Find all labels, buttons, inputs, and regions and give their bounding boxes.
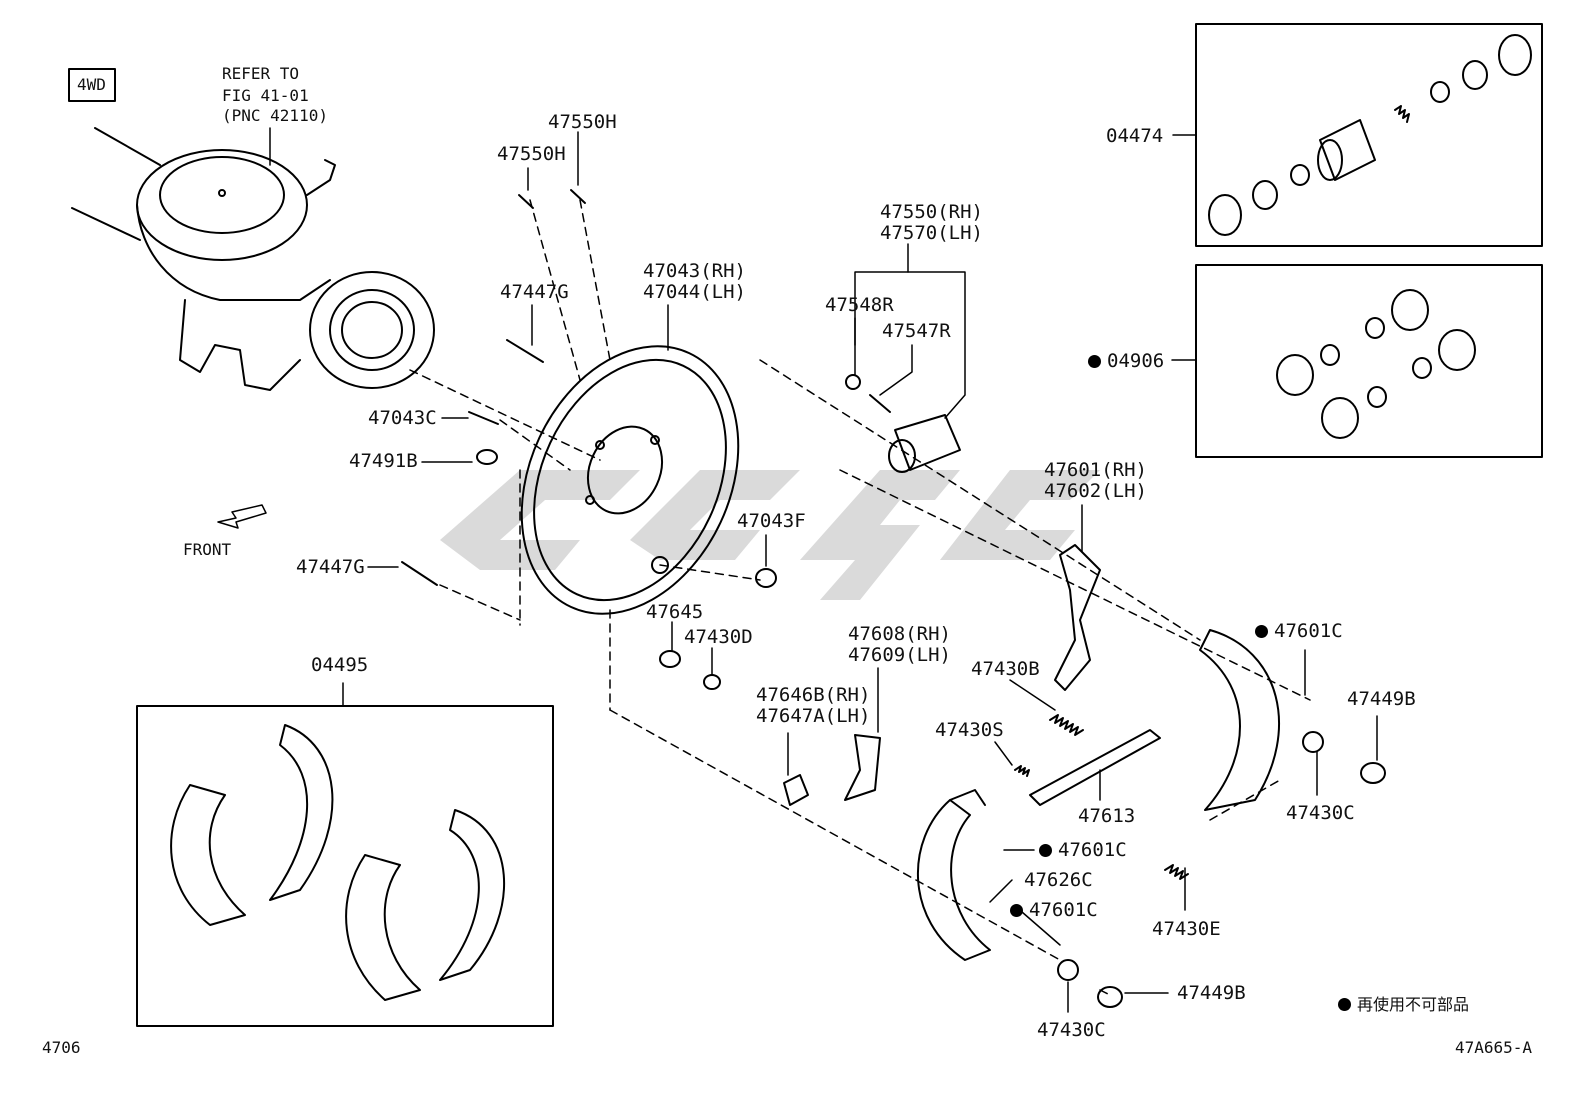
label-47608-rh[interactable]: 47608(RH) — [848, 623, 951, 645]
front-label: FRONT — [183, 540, 232, 559]
label-47447G-upper[interactable]: 47447G — [500, 281, 569, 303]
label-47645[interactable]: 47645 — [646, 601, 704, 623]
leader-lines — [269, 127, 1378, 1013]
label-47550H-upper[interactable]: 47550H — [548, 111, 617, 133]
brake-shoe-left-drawing — [916, 789, 991, 961]
label-47430E[interactable]: 47430E — [1152, 918, 1221, 940]
label-47626C[interactable]: 47626C — [1024, 869, 1093, 891]
label-47613[interactable]: 47613 — [1078, 805, 1136, 827]
non-reusable-dot-icon — [1039, 844, 1052, 857]
footer-page-code: 4706 — [42, 1038, 81, 1057]
label-04474[interactable]: 04474 — [1106, 125, 1164, 147]
label-47601-rh[interactable]: 47601(RH) — [1044, 459, 1147, 481]
label-47547R[interactable]: 47547R — [882, 320, 951, 342]
label-47646B-rh[interactable]: 47646B(RH) — [756, 684, 871, 706]
label-47570-lh[interactable]: 47570(LH) — [880, 222, 983, 244]
label-47043-rh[interactable]: 47043(RH) — [643, 260, 746, 282]
label-47601C-lower[interactable]: 47601C — [1010, 901, 1098, 920]
watermark-logo — [440, 470, 1100, 600]
label-47430B[interactable]: 47430B — [971, 658, 1040, 680]
label-47043C[interactable]: 47043C — [368, 407, 437, 429]
small-parts-drawing — [401, 189, 1386, 1008]
non-reusable-dot-icon — [1010, 904, 1023, 917]
kit-box-04906 — [1195, 264, 1543, 458]
assembly-guide-lines — [409, 199, 1311, 996]
legend-dot-icon — [1338, 998, 1351, 1011]
label-47647A-lh[interactable]: 47647A(LH) — [756, 705, 871, 727]
lower-spring-drawing — [1164, 864, 1189, 880]
refer-note-line-3: (PNC 42110) — [222, 106, 328, 125]
brake-shoe-right-drawing — [1199, 629, 1280, 811]
label-47430S[interactable]: 47430S — [935, 719, 1004, 741]
label-47430D[interactable]: 47430D — [684, 626, 753, 648]
kit-box-04495 — [136, 705, 554, 1027]
small-spring-drawing — [1014, 765, 1030, 777]
label-47601C-lower-text: 47601C — [1029, 899, 1098, 921]
label-47550-rh[interactable]: 47550(RH) — [880, 201, 983, 223]
label-04906[interactable]: 04906 — [1088, 352, 1164, 371]
label-47449B-bottom[interactable]: 47449B — [1177, 982, 1246, 1004]
adjuster-strut-drawing — [1029, 729, 1161, 806]
label-47044-lh[interactable]: 47044(LH) — [643, 281, 746, 303]
label-47609-lh[interactable]: 47609(LH) — [848, 644, 951, 666]
front-arrow-icon — [217, 504, 267, 529]
kit-04474-parts — [1208, 34, 1532, 236]
parking-brake-lever-drawing — [1054, 544, 1101, 691]
refer-note-line-2: FIG 41-01 — [222, 86, 309, 105]
kit-box-04474 — [1195, 23, 1543, 247]
label-47447G-lower[interactable]: 47447G — [296, 556, 365, 578]
label-47601C-middle-text: 47601C — [1058, 839, 1127, 861]
label-47449B-right[interactable]: 47449B — [1347, 688, 1416, 710]
label-47430C-right[interactable]: 47430C — [1286, 802, 1355, 824]
kit-04906-parts — [1276, 289, 1476, 439]
label-47602-lh[interactable]: 47602(LH) — [1044, 480, 1147, 502]
label-47430C-bottom[interactable]: 47430C — [1037, 1019, 1106, 1041]
non-reusable-dot-icon — [1088, 355, 1101, 368]
label-47601C-middle[interactable]: 47601C — [1039, 841, 1127, 860]
label-47491B[interactable]: 47491B — [349, 450, 418, 472]
return-spring-drawing — [1049, 714, 1084, 736]
refer-note-line-1: REFER TO — [222, 64, 300, 83]
kit-04495-shoes — [170, 724, 506, 1001]
footer-figure-code: 47A665-A — [1455, 1038, 1533, 1057]
4wd-badge-frame — [68, 68, 116, 102]
label-47043F[interactable]: 47043F — [737, 510, 806, 532]
wheel-cylinder-drawing — [845, 374, 961, 473]
non-reusable-dot-icon — [1255, 625, 1268, 638]
axle-housing-drawing — [71, 127, 435, 391]
label-47550H-lower[interactable]: 47550H — [497, 143, 566, 165]
label-04906-text: 04906 — [1107, 350, 1165, 372]
4wd-badge: 4WD — [77, 75, 106, 94]
backing-plate-drawing — [520, 345, 740, 615]
legend-text: 再使用不可部品 — [1357, 995, 1470, 1014]
label-47548R[interactable]: 47548R — [825, 294, 894, 316]
label-47601C-upper-text: 47601C — [1274, 620, 1343, 642]
label-04495[interactable]: 04495 — [311, 654, 369, 676]
label-47601C-upper[interactable]: 47601C — [1255, 622, 1343, 641]
legend-non-reusable: 再使用不可部品 — [1338, 997, 1469, 1013]
